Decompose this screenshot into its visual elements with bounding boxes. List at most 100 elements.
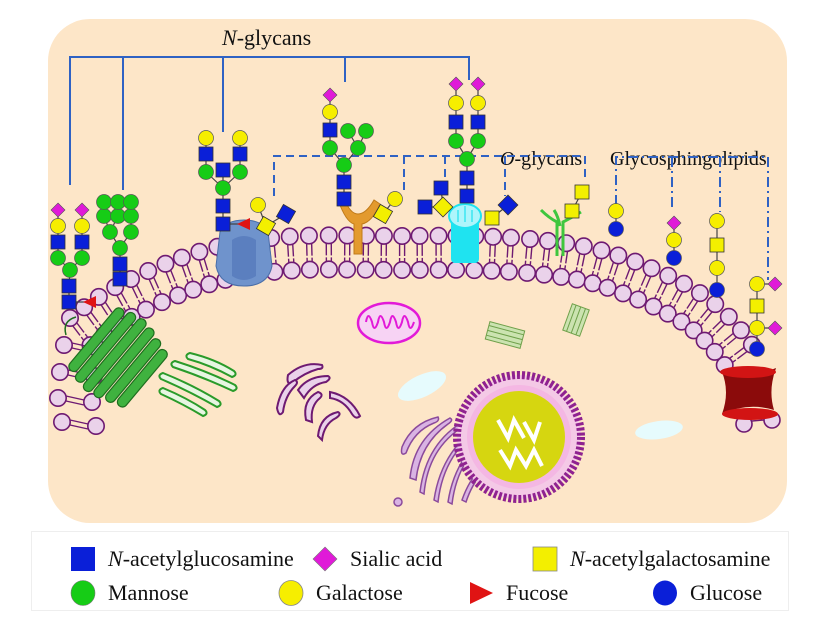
plasma-membrane: [48, 226, 781, 435]
glucose-circle: [608, 221, 624, 237]
lipid-tail: [732, 351, 748, 363]
glcnac-square: [336, 191, 352, 207]
lipid-tail: [591, 257, 598, 276]
lipid-head-outer: [659, 266, 678, 285]
lipid-tail: [86, 314, 99, 331]
lipid-head-outer: [60, 308, 79, 327]
lipid-tail: [292, 244, 295, 263]
mannose-circle: [470, 133, 486, 149]
lipid-tail: [524, 246, 528, 265]
lipid-head-inner: [598, 278, 617, 297]
glcnac-square: [470, 114, 486, 130]
legend-item-sialic-acid: Sialic acid: [312, 542, 442, 576]
lipid-head-inner: [705, 342, 724, 361]
lipid-tail: [203, 258, 211, 277]
glcnac-square: [50, 234, 66, 250]
mitochondrion: [356, 301, 422, 345]
lipid-head-inner: [629, 290, 648, 309]
lipid-head-outer: [48, 388, 67, 407]
sialic-acid-diamond: [767, 320, 783, 336]
lipid-tail: [131, 287, 141, 304]
lipid: [644, 266, 678, 316]
mannose-circle: [336, 157, 352, 173]
lipid-head-outer: [538, 231, 557, 250]
lipid-tail: [170, 270, 179, 288]
lipid-tail: [711, 323, 726, 338]
galnac-square: [372, 203, 394, 225]
lipid-head-outer: [706, 295, 725, 314]
lipid-head-inner: [169, 286, 188, 305]
glcnac-square: [459, 188, 475, 204]
lipid-tail: [580, 254, 586, 273]
lipid: [695, 307, 738, 350]
lipid-tail: [696, 308, 709, 324]
mannose-circle: [74, 250, 90, 266]
lipid-tail: [65, 400, 85, 406]
receptor-tail: [64, 316, 77, 336]
lipid: [518, 230, 540, 282]
glcnac-square: [215, 216, 231, 232]
lipid: [139, 262, 172, 312]
galactose-circle: [387, 191, 403, 207]
lipid: [658, 274, 694, 323]
lipid-head-inner: [684, 321, 703, 340]
lipid-tail: [627, 269, 636, 288]
galnac-square: [255, 215, 277, 237]
lipid-tail: [564, 251, 569, 270]
lipid-tail: [722, 336, 737, 350]
lipid: [705, 321, 750, 361]
mannose-circle: [123, 208, 139, 224]
lipid-head-outer: [719, 307, 738, 326]
mannose-circle: [459, 151, 475, 167]
glcnac-square: [61, 278, 77, 294]
y-shaped-receptor: [337, 197, 381, 255]
lipid-tail: [622, 267, 631, 286]
lipid: [280, 227, 301, 280]
mannose-circle: [112, 240, 128, 256]
lipid-head-outer: [50, 362, 69, 381]
lipid-tail: [673, 291, 684, 309]
lipid-head-outer: [690, 284, 709, 303]
yellow-square-icon: [532, 546, 558, 572]
lipid-tail: [198, 259, 206, 278]
lipid-head-inner: [87, 416, 106, 435]
lipid-tail: [611, 263, 619, 282]
lipid-head-inner: [583, 274, 602, 293]
lipid-head-inner: [410, 260, 429, 279]
lipid-tail: [186, 264, 194, 282]
glcnac-square: [215, 198, 231, 214]
lipid-tail: [287, 244, 290, 263]
glcnac-square: [322, 122, 338, 138]
lipid-head-inner: [200, 275, 219, 294]
lipid-tail: [305, 243, 308, 262]
glcnac-square: [275, 203, 297, 225]
lipid: [410, 226, 429, 279]
legend-item-fucose: Fucose: [468, 576, 568, 610]
lipid-tail: [72, 325, 85, 341]
legend-item-mannose: Mannose: [70, 576, 189, 610]
lipid: [48, 388, 102, 411]
lipid: [429, 226, 448, 279]
o-glycans-label: O-glycans: [500, 148, 582, 170]
blue-circle-icon: [653, 580, 677, 606]
lipid: [393, 226, 412, 279]
legend-row-2: Mannose Galactose Fucose Glucose: [32, 576, 788, 610]
lipid-tail: [718, 332, 734, 346]
lipid-tail: [90, 311, 103, 328]
mannose-circle: [448, 133, 464, 149]
lipid-tail: [638, 274, 647, 292]
lipid-head-inner: [465, 261, 484, 280]
lipid: [567, 237, 593, 289]
galactose-circle: [448, 95, 464, 111]
glcnac-square: [61, 294, 77, 310]
legend-item-glcnac: N-acetylglucosamine: [70, 542, 294, 576]
seven-transmembrane-receptor: [68, 307, 168, 408]
lipid-head-inner: [499, 262, 518, 281]
lipid-head-outer: [172, 248, 191, 267]
magenta-diamond-icon: [312, 546, 338, 572]
galnac-square: [749, 298, 765, 314]
red-transporter: [720, 366, 778, 420]
lipid: [338, 226, 357, 279]
glcnac-square: [448, 114, 464, 130]
fucose-triangle: [83, 296, 96, 308]
